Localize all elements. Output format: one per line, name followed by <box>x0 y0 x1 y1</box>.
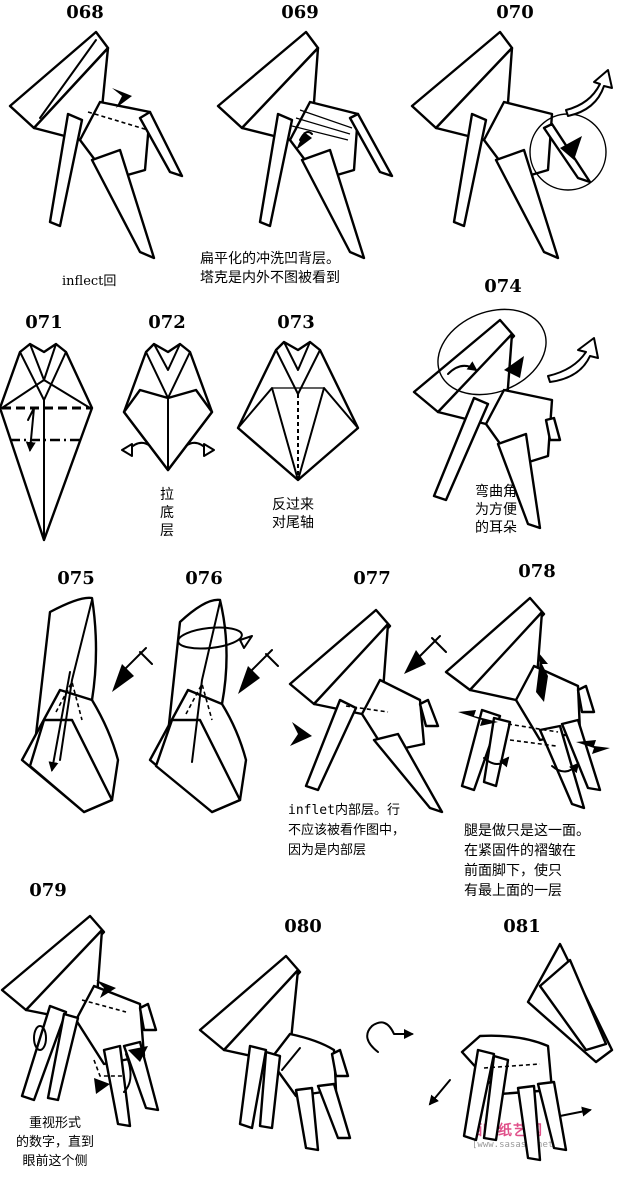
diagram-076 <box>150 600 278 812</box>
diagram-071 <box>0 344 92 540</box>
diagram-079 <box>2 916 158 1126</box>
diagram-077 <box>290 610 446 812</box>
diagram-074 <box>414 294 598 528</box>
diagram-081 <box>430 944 612 1160</box>
diagram-068 <box>10 32 182 258</box>
push-arrow-icon <box>290 722 312 746</box>
turn-over-arrow-icon <box>367 1022 412 1052</box>
diagram-072 <box>122 344 214 470</box>
diagram-078 <box>446 598 610 808</box>
rotate-arrow-icon <box>548 338 598 382</box>
diagram-073 <box>238 342 358 480</box>
inside-reverse-fold-arrow-icon <box>420 636 446 656</box>
rotate-arrow-icon <box>566 70 612 116</box>
diagram-070 <box>412 32 612 258</box>
diagram-080 <box>200 956 412 1150</box>
inside-reverse-fold-arrow-icon <box>252 650 278 670</box>
inside-reverse-fold-arrow-icon <box>126 648 152 668</box>
diagram-069 <box>218 32 392 258</box>
diagram-075 <box>22 598 152 812</box>
